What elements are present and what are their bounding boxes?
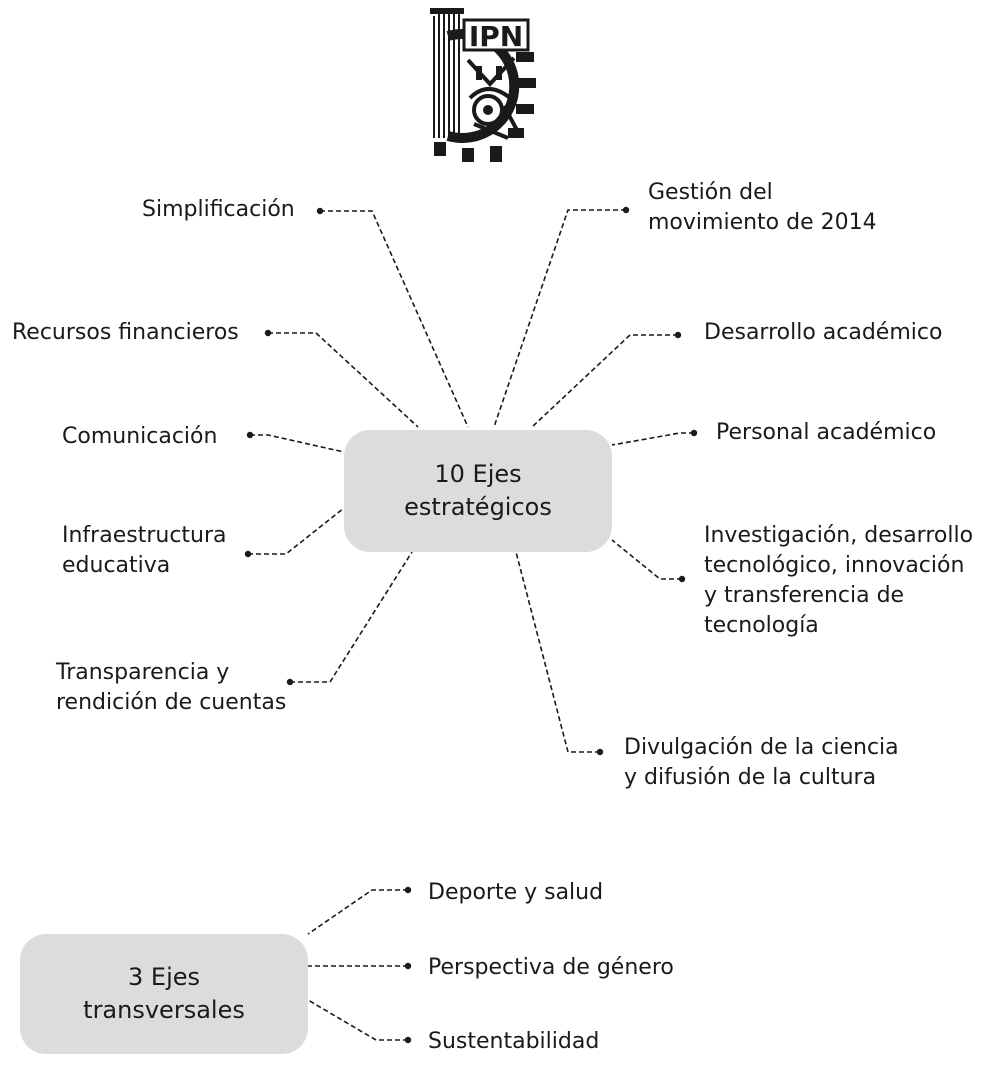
axis-investigacion: Investigación, desarrollo tecnológico, i… xyxy=(704,523,974,638)
connector-divulgacion xyxy=(515,551,600,753)
connector-infraestructura xyxy=(248,507,345,555)
connector-deporte-salud-dot xyxy=(404,886,412,894)
connector-recursos-financieros xyxy=(268,332,419,428)
connector-recursos-financieros-dot xyxy=(264,329,272,337)
connector-simplificacion xyxy=(320,210,469,428)
connector-deporte-salud xyxy=(307,889,408,935)
connector-infraestructura-dot xyxy=(244,550,252,558)
axis-comunicacion: Comunicación xyxy=(62,424,218,449)
connector-desarrollo-academico xyxy=(531,334,678,428)
connector-gestion-dot xyxy=(622,206,630,214)
axis-personal-academico: Personal académico xyxy=(716,420,937,445)
logo-text: IPN xyxy=(469,20,523,53)
axis-sustentabilidad: Sustentabilidad xyxy=(428,1029,600,1054)
connector-personal-academico-dot xyxy=(690,429,698,437)
connector-transparencia xyxy=(290,551,413,683)
axis-perspectiva-genero: Perspectiva de género xyxy=(428,955,674,980)
connector-personal-academico xyxy=(611,432,694,446)
axis-infraestructura: Infraestructura educativa xyxy=(62,523,227,578)
axis-divulgacion: Divulgación de la ciencia y difusión de … xyxy=(624,735,899,790)
connector-investigacion xyxy=(611,539,682,580)
connector-desarrollo-academico-dot xyxy=(674,331,682,339)
axis-simplificacion: Simplificación xyxy=(142,197,295,222)
connector-simplificacion-dot xyxy=(316,207,324,215)
ipn-logo-icon: IPN xyxy=(430,8,536,162)
strategic-axes-hub: 10 Ejes estratégicos xyxy=(344,430,612,552)
connector-gestion xyxy=(493,209,626,428)
axis-gestion: Gestión del movimiento de 2014 xyxy=(648,180,877,235)
connector-divulgacion-dot xyxy=(596,748,604,756)
connector-sustentabilidad-dot xyxy=(404,1036,412,1044)
strategic-hub-label: 10 Ejes estratégicos xyxy=(404,460,552,521)
axis-desarrollo-academico: Desarrollo académico xyxy=(704,320,943,345)
connector-comunicacion xyxy=(250,434,345,453)
axis-transparencia: Transparencia y rendición de cuentas xyxy=(56,660,287,715)
connector-comunicacion-dot xyxy=(246,431,254,439)
connector-sustentabilidad xyxy=(307,999,408,1041)
transversal-axes-hub: 3 Ejes transversales xyxy=(20,934,308,1054)
axis-recursos-financieros: Recursos financieros xyxy=(12,320,239,345)
connector-investigacion-dot xyxy=(678,575,686,583)
connector-transparencia-dot xyxy=(286,678,294,686)
axis-deporte-salud: Deporte y salud xyxy=(428,880,604,905)
connector-perspectiva-genero-dot xyxy=(404,962,412,970)
transversal-hub-label: 3 Ejes transversales xyxy=(83,963,245,1024)
